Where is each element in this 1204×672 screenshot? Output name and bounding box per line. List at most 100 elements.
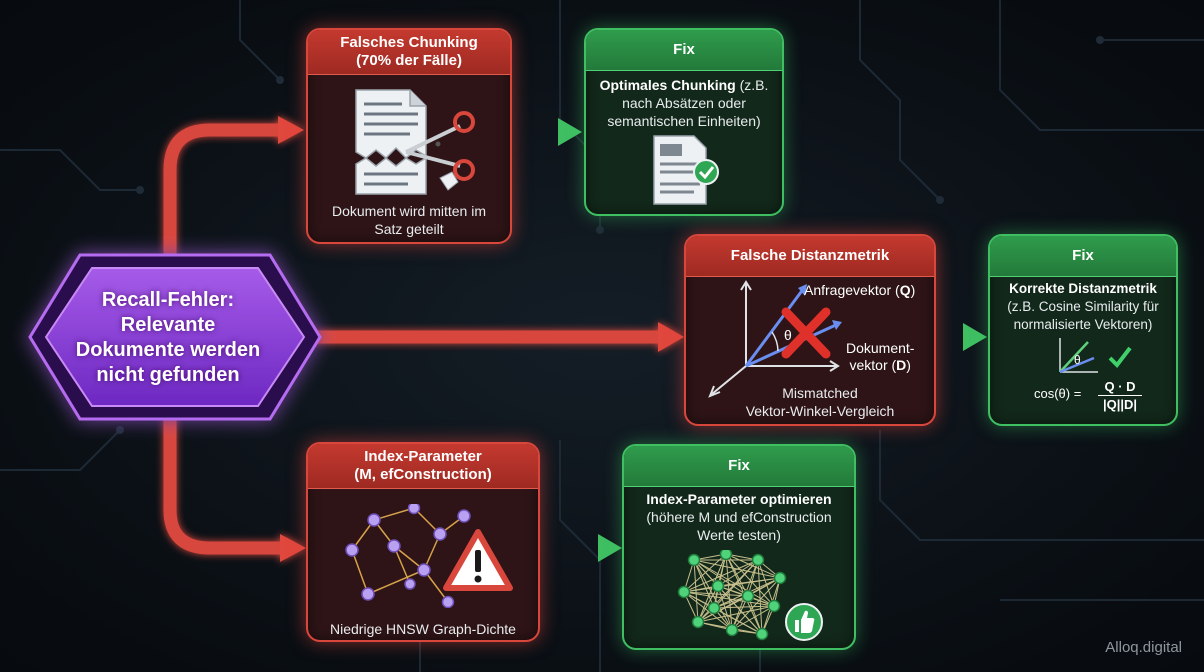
query-vector-label: Anfragevektor (Q) bbox=[804, 282, 915, 298]
graph-node bbox=[755, 627, 769, 641]
red-x-icon bbox=[781, 307, 831, 359]
cosine-fraction: Q · D |Q||D| bbox=[1098, 378, 1142, 413]
cosine-denominator: |Q||D| bbox=[1102, 397, 1138, 412]
index-problem-header: Index-Parameter (M, efConstruction) bbox=[308, 444, 538, 489]
graph-node bbox=[707, 601, 721, 615]
query-close: ) bbox=[910, 282, 916, 298]
arrowhead-chunking bbox=[278, 116, 304, 144]
main-hexagon bbox=[28, 253, 322, 421]
metric-caption: Mismatched Vektor-Winkel-Vergleich bbox=[706, 384, 934, 420]
graph-edge bbox=[683, 591, 733, 631]
vector-axes-icon: θ bbox=[708, 280, 842, 398]
index-fix-line: Werte testen) bbox=[697, 527, 781, 543]
chunking-fix-text: Optimales Chunking (z.B. nach Absätzen o… bbox=[586, 76, 782, 130]
chunking-caption-line: Satz geteilt bbox=[374, 221, 444, 237]
doc-symbol: D bbox=[896, 357, 907, 373]
torn-document-icon bbox=[355, 89, 475, 195]
graph-edge bbox=[713, 605, 775, 609]
metric-fix-box: Fix Korrekte Distanzmetrik (z.B. Cosine … bbox=[988, 234, 1178, 426]
chunking-fix-bold: Optimales Chunking bbox=[599, 77, 736, 93]
graph-edge bbox=[683, 591, 775, 607]
metric-caption-line: Vektor-Winkel-Vergleich bbox=[745, 403, 895, 419]
graph-node bbox=[719, 550, 733, 561]
graph-node bbox=[691, 615, 705, 629]
cosine-formula-left: cos(θ) = bbox=[1034, 386, 1082, 401]
graph-edge bbox=[693, 559, 699, 623]
graph-edge bbox=[725, 553, 775, 607]
chunking-title-line: (70% der Fälle) bbox=[356, 52, 462, 69]
chunking-caption-line: Dokument wird mitten im bbox=[331, 203, 487, 219]
index-fix-header: Fix bbox=[624, 446, 854, 487]
metric-fix-bold: Korrekte Distanzmetrik bbox=[1009, 281, 1157, 296]
branch-to-index bbox=[163, 410, 282, 555]
fix-connectors bbox=[512, 118, 987, 562]
problem-connectors bbox=[163, 116, 684, 562]
graph-network-icon bbox=[345, 504, 513, 608]
graph-node bbox=[725, 623, 739, 637]
chunking-title-line: Falsches Chunking bbox=[340, 34, 478, 51]
metric-fix-header: Fix bbox=[990, 236, 1176, 277]
chunking-fix-header: Fix bbox=[586, 30, 782, 71]
graph-edge bbox=[717, 577, 781, 587]
graph-edge bbox=[747, 595, 763, 635]
doc-label-line: Dokument- bbox=[846, 340, 915, 356]
index-fix-box: Fix Index-Parameter optimieren (höhere M… bbox=[622, 444, 856, 650]
metric-theta: θ bbox=[784, 327, 792, 343]
index-fix-text: Index-Parameter optimieren (höhere M und… bbox=[624, 490, 854, 544]
graph-edge bbox=[683, 559, 759, 593]
index-caption: Niedrige HNSW Graph-Dichte bbox=[330, 621, 516, 637]
metric-fix-line: (z.B. Cosine Similarity für bbox=[1007, 299, 1159, 314]
main-title-line: Dokumente werden bbox=[75, 339, 261, 361]
query-symbol: Q bbox=[899, 282, 911, 298]
thumbs-up-icon bbox=[785, 603, 823, 641]
metric-fix-theta: θ bbox=[1074, 353, 1081, 367]
document-vector-label: Dokument- vektor (D) bbox=[846, 340, 914, 374]
chunking-fix-line: nach Absätzen oder bbox=[622, 95, 746, 111]
metric-problem-header: Falsche Distanzmetrik bbox=[686, 236, 934, 277]
main-title-line: Relevante bbox=[120, 314, 216, 336]
graph-edge bbox=[713, 607, 763, 635]
graph-node bbox=[767, 599, 781, 613]
cosine-axes-icon: θ bbox=[1059, 338, 1132, 374]
chunking-fix-box: Fix Optimales Chunking (z.B. nach Absätz… bbox=[584, 28, 784, 216]
graph-node bbox=[741, 589, 755, 603]
metric-caption-line: Mismatched bbox=[782, 385, 858, 401]
arrowhead-metric bbox=[658, 322, 684, 352]
graph-edge bbox=[683, 591, 749, 597]
graph-edge bbox=[697, 585, 719, 623]
metric-fix-text: Korrekte Distanzmetrik (z.B. Cosine Simi… bbox=[990, 280, 1176, 334]
graph-edge bbox=[731, 605, 775, 631]
graph-node bbox=[687, 553, 701, 567]
doc-close: ) bbox=[906, 357, 911, 373]
graph-node bbox=[711, 579, 725, 593]
warning-icon bbox=[443, 529, 513, 591]
graph-edge bbox=[697, 605, 775, 623]
graph-edge bbox=[717, 559, 759, 587]
graph-node bbox=[773, 571, 787, 585]
arrowhead-index bbox=[280, 534, 306, 562]
chunking-problem-header: Falsches Chunking (70% der Fälle) bbox=[308, 30, 510, 75]
watermark: Alloq.digital bbox=[1105, 639, 1182, 656]
chunking-problem-box: Falsches Chunking (70% der Fälle) Dokume… bbox=[306, 28, 512, 244]
doc-label-text: vektor ( bbox=[849, 357, 897, 373]
graph-edge bbox=[683, 553, 727, 593]
main-title-line: Recall-Fehler: bbox=[101, 289, 235, 311]
graph-node bbox=[677, 585, 691, 599]
scissors-icon bbox=[405, 111, 475, 181]
metric-problem-box: Falsche Distanzmetrik θ Anfragevektor (Q… bbox=[684, 234, 936, 426]
main-title-line: nicht gefunden bbox=[96, 364, 240, 386]
index-fix-line: (höhere M und efConstruction bbox=[646, 509, 832, 525]
index-title-line: (M, efConstruction) bbox=[354, 466, 492, 483]
chunking-caption: Dokument wird mitten im Satz geteilt bbox=[308, 202, 510, 238]
checkmark-icon bbox=[1108, 346, 1132, 369]
graph-node bbox=[751, 553, 765, 567]
metric-fix-line: normalisierte Vektoren) bbox=[1013, 317, 1153, 332]
chunking-fix-line: semantischen Einheiten) bbox=[607, 113, 761, 129]
chunking-fix-rest: (z.B. bbox=[735, 77, 769, 93]
main-problem-title: Recall-Fehler: Relevante Dokumente werde… bbox=[48, 288, 288, 388]
branch-to-chunking bbox=[163, 123, 280, 255]
graph-edge bbox=[757, 559, 763, 635]
dense-graph-icon bbox=[677, 550, 823, 641]
